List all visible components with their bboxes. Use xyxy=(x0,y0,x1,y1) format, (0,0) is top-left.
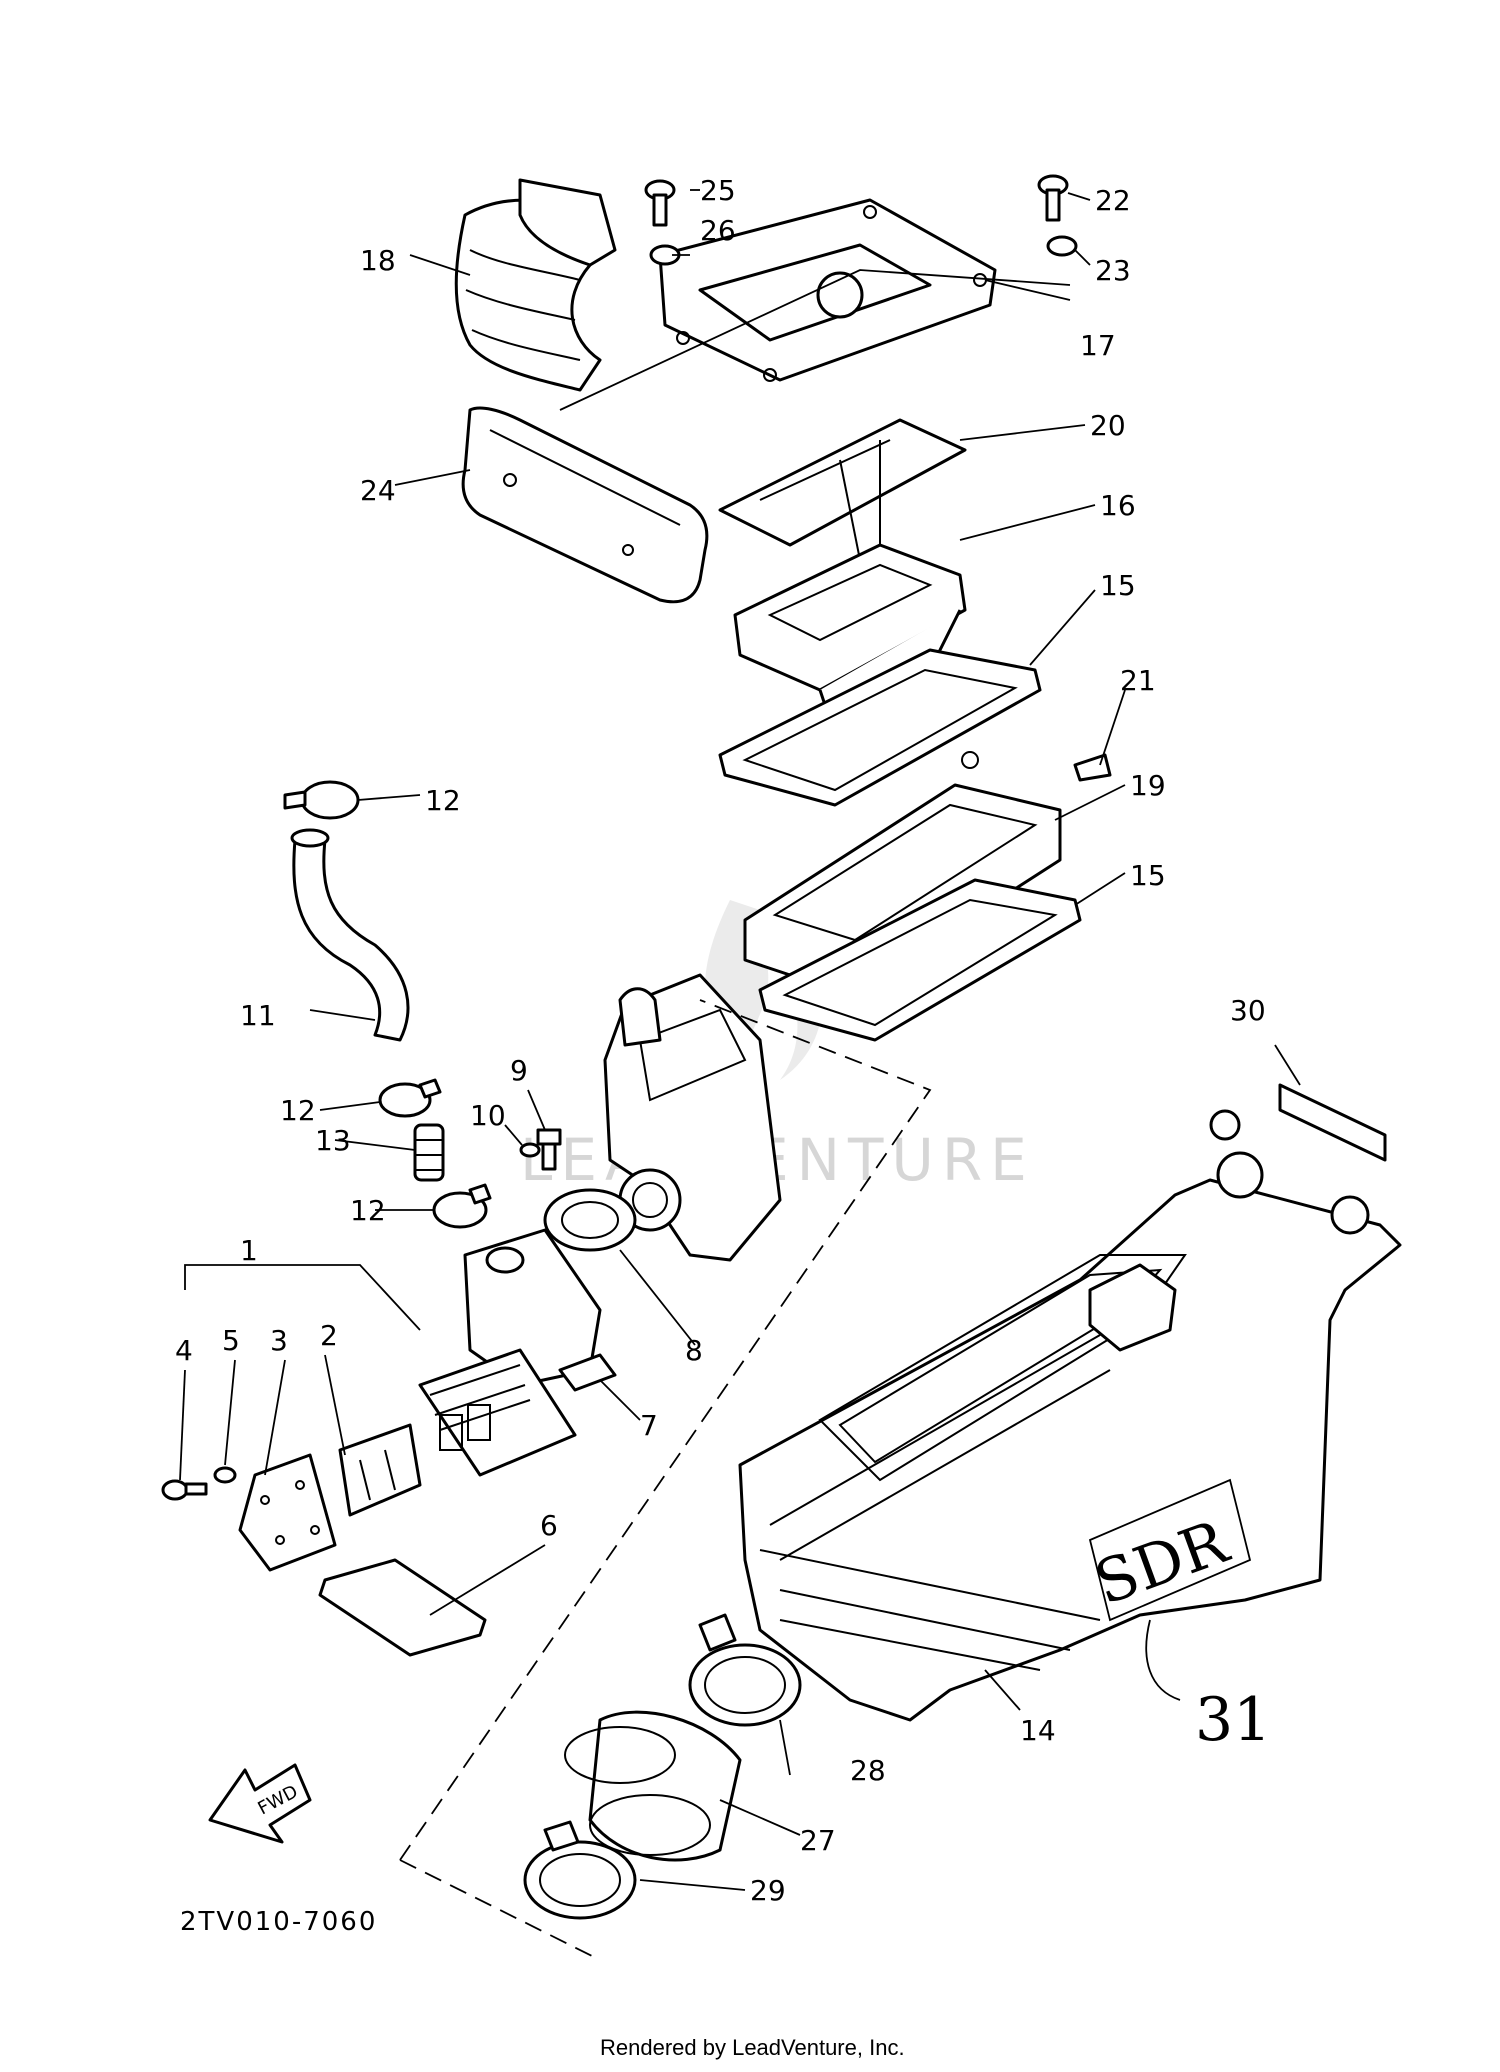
clamp-12-low xyxy=(432,1183,492,1229)
callout-17: 17 xyxy=(1080,329,1116,362)
callout-3: 3 xyxy=(270,1324,288,1357)
washer-5 xyxy=(213,1466,237,1484)
joint-27 xyxy=(564,1710,742,1862)
callout-12b: 12 xyxy=(280,1094,316,1127)
gasket-15-upper xyxy=(718,648,1042,807)
washer-23 xyxy=(1046,235,1078,257)
callout-4: 4 xyxy=(175,1334,193,1367)
callout-15b: 15 xyxy=(1130,859,1166,892)
callout-9: 9 xyxy=(510,1054,528,1087)
gasket-6 xyxy=(318,1558,487,1657)
callout-8: 8 xyxy=(685,1334,703,1367)
callout-26: 26 xyxy=(700,214,736,247)
handwritten-number: 31 xyxy=(1195,1685,1271,1755)
callout-25: 25 xyxy=(700,174,736,207)
intake-duct-18 xyxy=(454,178,617,392)
hose-11 xyxy=(290,828,410,1042)
clamp-12-top xyxy=(283,780,360,820)
diagram-code: 2TV010-7060 xyxy=(180,1907,377,1937)
filter-frame-20 xyxy=(718,418,967,561)
pad-30 xyxy=(1278,1083,1387,1162)
gasket-15-lower xyxy=(758,878,1082,1042)
callout-1: 1 xyxy=(240,1234,258,1267)
clamp-28 xyxy=(688,1613,802,1727)
washer-10 xyxy=(519,1142,541,1158)
bolt-25 xyxy=(644,179,676,227)
callout-27: 27 xyxy=(800,1824,836,1857)
callout-29: 29 xyxy=(750,1874,786,1907)
callout-6: 6 xyxy=(540,1509,558,1542)
carburetor xyxy=(603,973,782,1262)
footer-credit: Rendered by LeadVenture, Inc. xyxy=(600,2035,905,2060)
screw-4 xyxy=(161,1479,208,1501)
callout-11: 11 xyxy=(240,999,276,1032)
callout-20: 20 xyxy=(1090,409,1126,442)
callout-10: 10 xyxy=(470,1099,506,1132)
callout-28: 28 xyxy=(850,1754,886,1787)
clamp-29 xyxy=(523,1820,637,1920)
callout-14: 14 xyxy=(1020,1714,1056,1747)
jet-13 xyxy=(413,1123,445,1182)
stopper-plate-3 xyxy=(238,1453,337,1572)
callout-13: 13 xyxy=(315,1124,351,1157)
screw-9 xyxy=(536,1128,562,1171)
callout-2: 2 xyxy=(320,1319,338,1352)
callout-7: 7 xyxy=(640,1409,658,1442)
bolt-22 xyxy=(1037,174,1069,222)
airbox-19 xyxy=(743,751,1062,997)
reed-valve-assy-1 xyxy=(418,1348,577,1477)
callout-5: 5 xyxy=(222,1324,240,1357)
callout-23: 23 xyxy=(1095,254,1131,287)
callout-22: 22 xyxy=(1095,184,1131,217)
clamp-12-mid xyxy=(378,1078,442,1118)
manifold-7 xyxy=(463,1228,617,1392)
callout-12a: 12 xyxy=(425,784,461,817)
callout-21: 21 xyxy=(1120,664,1156,697)
joint-8 xyxy=(543,1188,637,1252)
side-cover-24 xyxy=(461,406,709,604)
callout-12c: 12 xyxy=(350,1194,386,1227)
callout-30: 30 xyxy=(1230,994,1266,1027)
callout-16: 16 xyxy=(1100,489,1136,522)
callout-15a: 15 xyxy=(1100,569,1136,602)
callouts: 18 24 25 26 22 23 17 20 16 15 21 19 15 3… xyxy=(175,174,1266,1907)
fwd-arrow: FWD xyxy=(208,1763,312,1844)
callout-18: 18 xyxy=(360,244,396,277)
callout-24: 24 xyxy=(360,474,396,507)
reed-petal-2 xyxy=(338,1423,422,1517)
clip-21 xyxy=(1073,753,1112,782)
callout-19: 19 xyxy=(1130,769,1166,802)
air-cleaner-case-14 xyxy=(738,1109,1402,1722)
